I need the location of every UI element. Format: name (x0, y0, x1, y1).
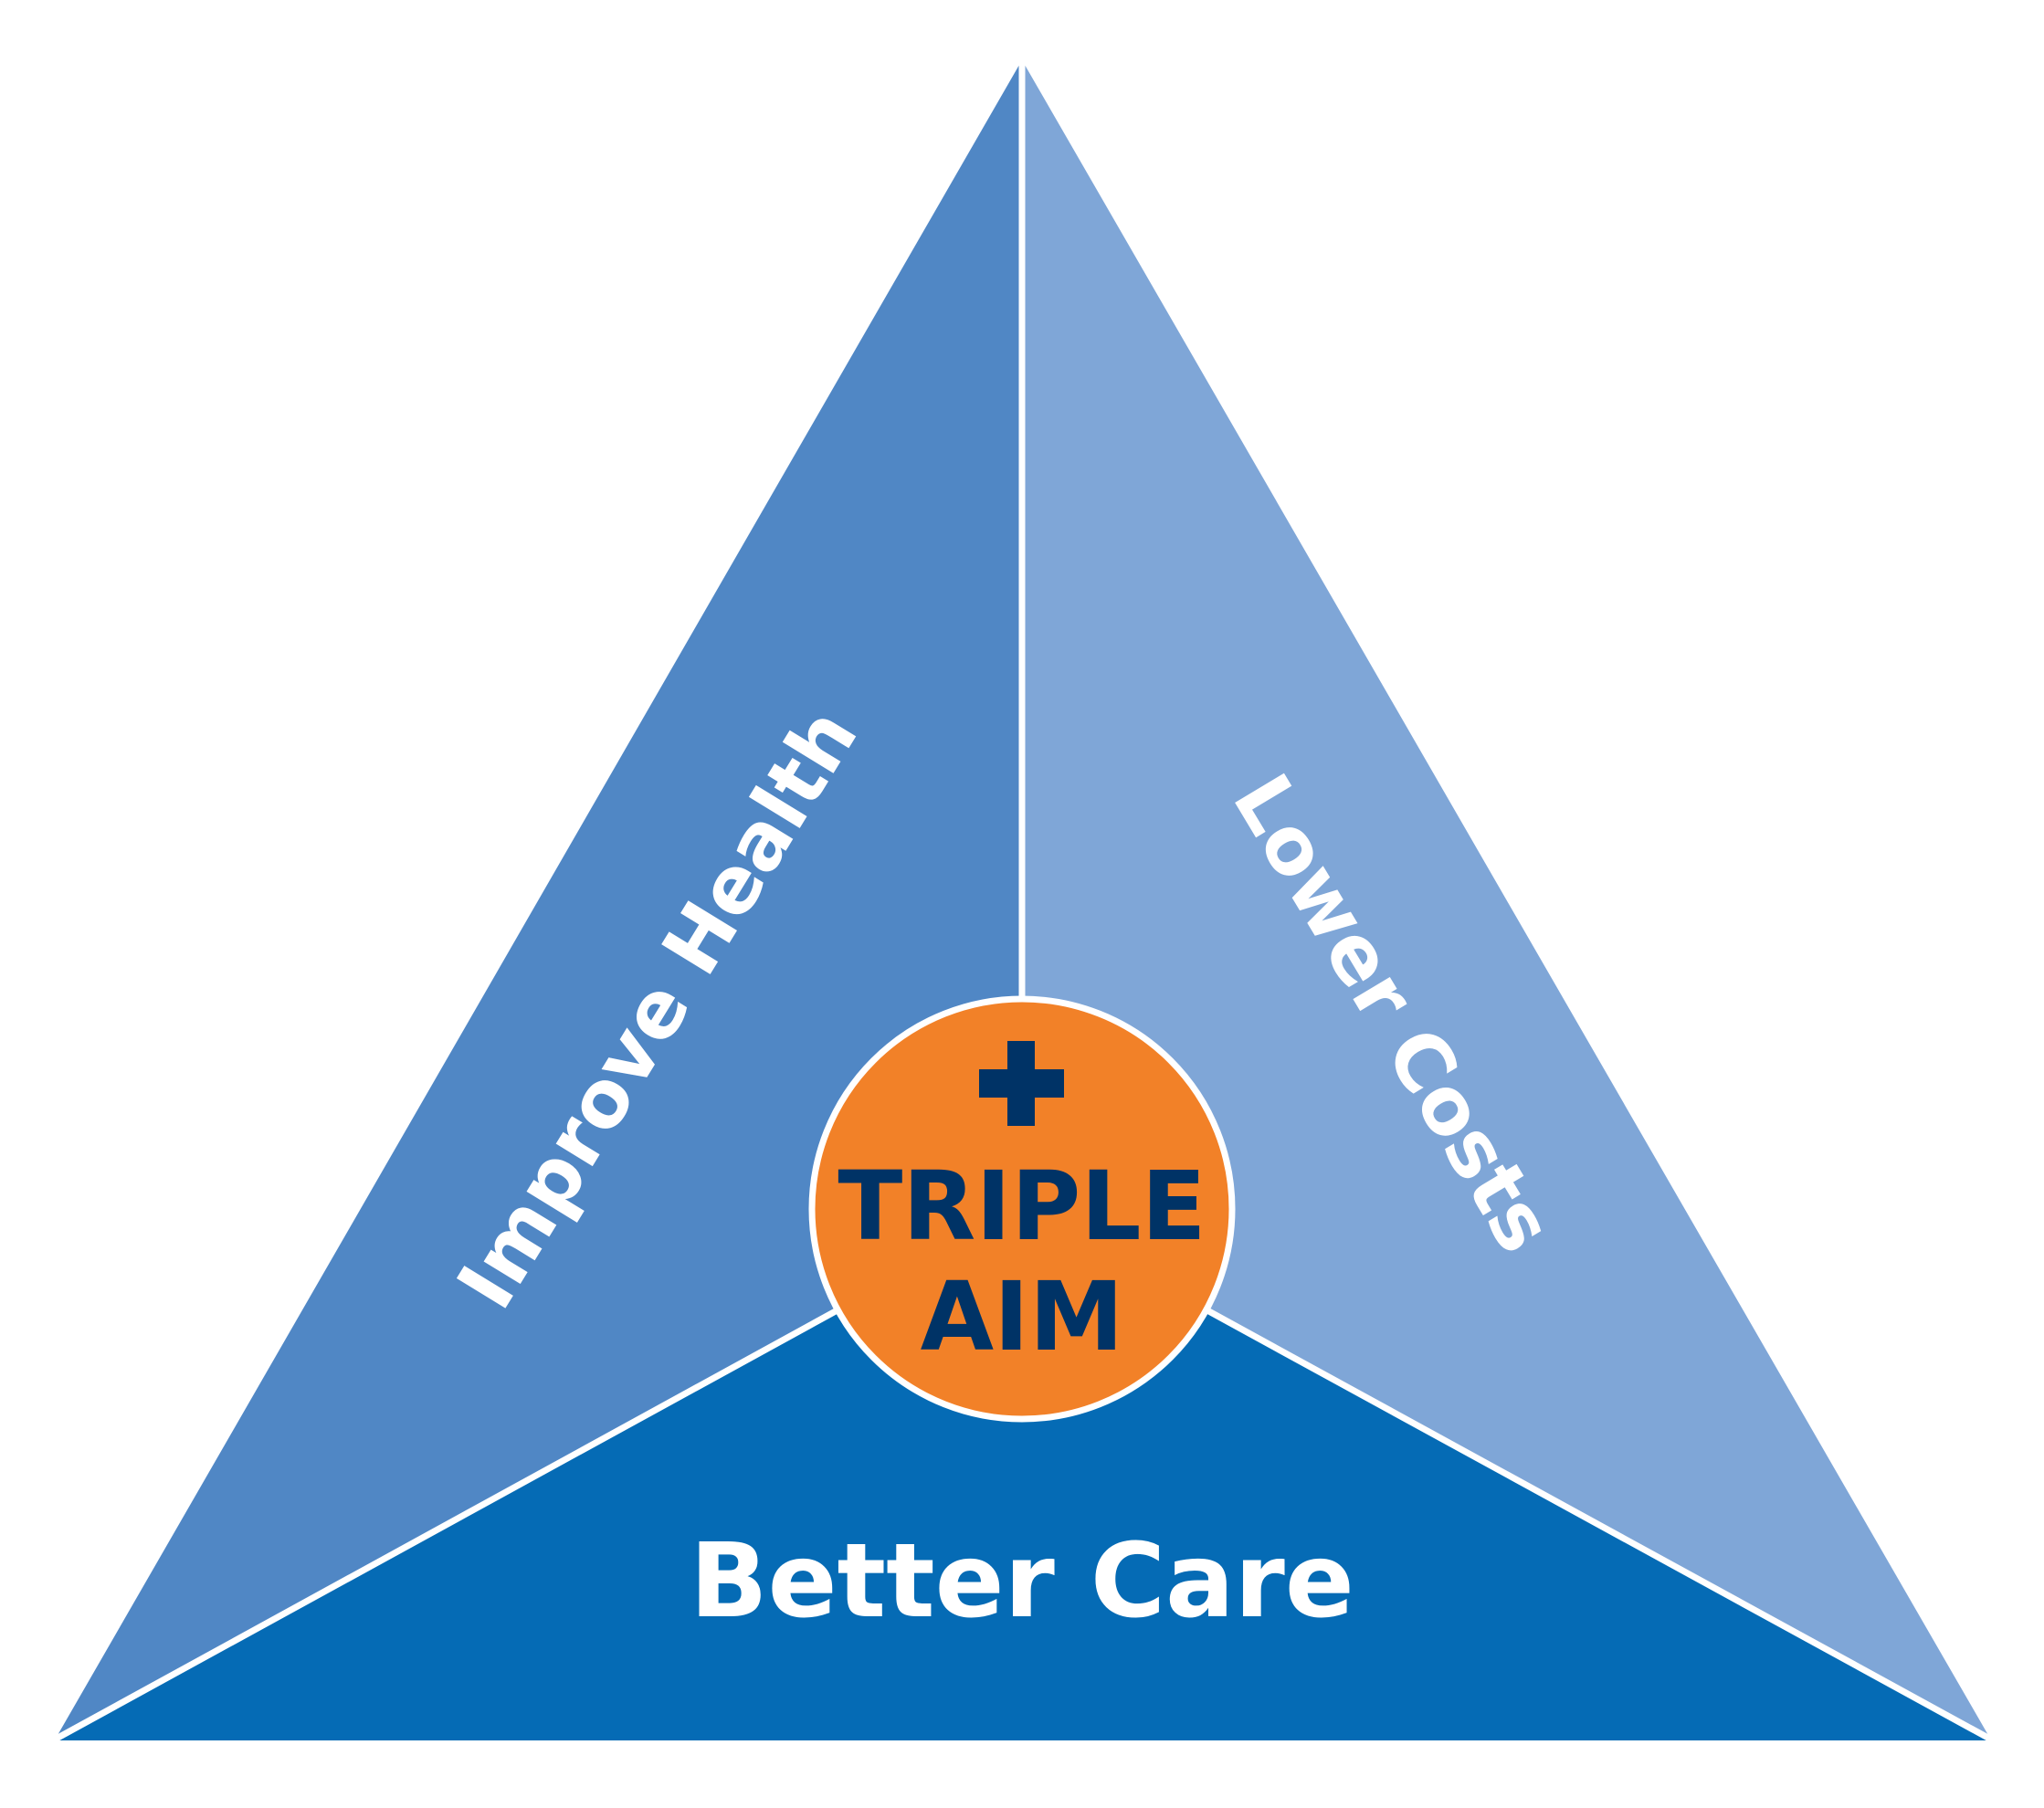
center-circle (808, 995, 1236, 1423)
label-better-care: Better Care (690, 1522, 1354, 1641)
segment-lower-costs (1025, 65, 1989, 1737)
center-label-line1: TRIPLE (838, 1151, 1206, 1262)
segment-better-care (57, 1211, 1989, 1740)
plus-icon (979, 1041, 1064, 1126)
segment-improve-health (57, 65, 1019, 1737)
center-label-line2: AIM (921, 1261, 1124, 1372)
